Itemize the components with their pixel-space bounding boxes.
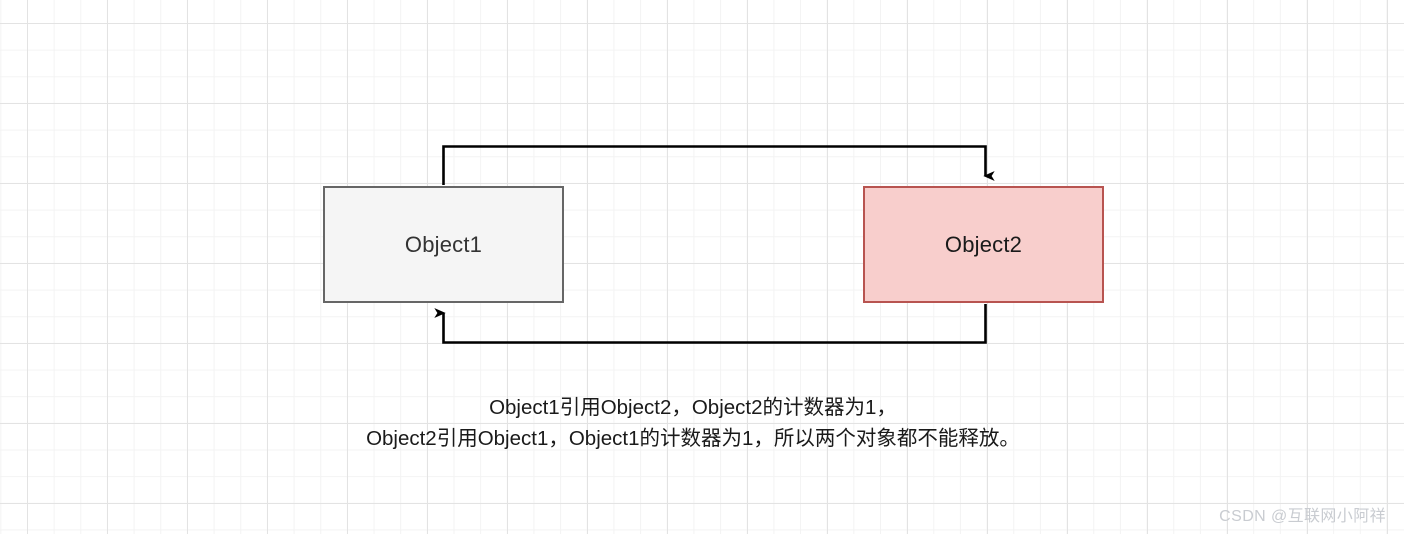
node-object2[interactable]: Object2 xyxy=(863,186,1104,303)
edge-object2-to-object1 xyxy=(434,304,987,344)
diagram-caption: Object1引用Object2，Object2的计数器为1， Object2引… xyxy=(0,392,1386,454)
caption-line-2: Object2引用Object1，Object1的计数器为1，所以两个对象都不能… xyxy=(366,427,1020,450)
csdn-watermark: CSDN @互联网小阿祥 xyxy=(1219,508,1386,525)
node-object1[interactable]: Object1 xyxy=(323,186,564,303)
node-object2-label: Object2 xyxy=(944,231,1023,257)
node-object1-label: Object1 xyxy=(404,231,483,257)
edge-object1-to-object2 xyxy=(442,145,995,185)
caption-line-1: Object1引用Object2，Object2的计数器为1， xyxy=(489,396,897,419)
